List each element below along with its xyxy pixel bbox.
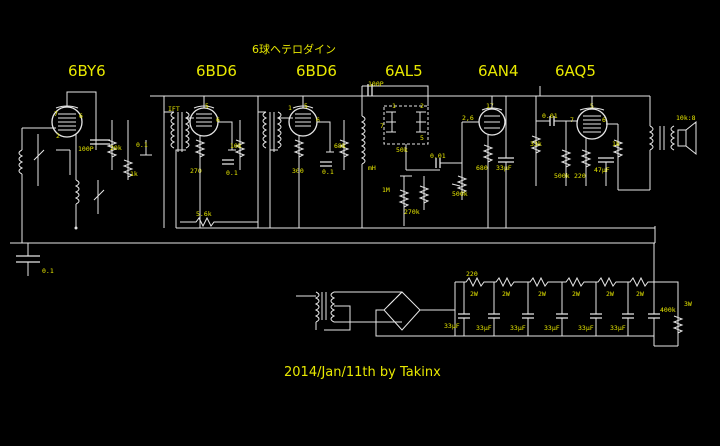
tube-label-6by6: 6BY6 — [68, 62, 106, 80]
power-transformer — [296, 291, 402, 331]
label-r-an4p: 33k — [530, 140, 542, 148]
antenna-coil — [18, 127, 56, 243]
label-r-if2k: 300 — [292, 167, 304, 175]
tube-label-6bd6-1: 6BD6 — [196, 62, 237, 80]
label-r-400k: 400k — [660, 306, 676, 314]
label-r-if1: 10k — [230, 142, 242, 150]
label-r-2w-1: 2W — [470, 290, 478, 298]
ripple-filter: 220 2W 2W 2W 2W 2W 2W 33μF 33μF 33μF 33μ… — [444, 243, 692, 347]
label-r-2w-4: 2W — [572, 290, 580, 298]
svg-text:2: 2 — [420, 102, 424, 110]
tube-6aq5: 5 7 6 0.01 500k 220 47μF 1k — [536, 96, 650, 191]
svg-text:7: 7 — [570, 116, 574, 124]
tube-label-6an4: 6AN4 — [478, 62, 519, 80]
label-r-avc: 1M — [382, 186, 390, 194]
r-an4p: 33k — [530, 96, 542, 186]
label-c-osc2: 0.1 — [136, 141, 148, 149]
label-c-33-1: 33μF — [444, 322, 460, 330]
tube-6al5: 1 2 7 5 50k 1M 270k 0.01 500k — [380, 85, 468, 226]
svg-text:5: 5 — [420, 134, 424, 142]
label-r-220: 220 — [466, 270, 478, 278]
label-r-aq5p: 1k — [612, 140, 620, 148]
label-ift: IFT — [168, 105, 180, 113]
label-r-osc: 20k — [110, 144, 122, 152]
label-c-33-2: 33μF — [476, 324, 492, 332]
svg-text:6: 6 — [79, 112, 83, 120]
b-plus-bus — [150, 86, 650, 97]
svg-text:2,6: 2,6 — [462, 114, 474, 122]
label-c-33-5: 33μF — [578, 324, 594, 332]
label-c-osc: 100P — [78, 145, 94, 153]
svg-text:1: 1 — [392, 102, 396, 110]
label-r-aq5g: 500k — [554, 172, 570, 180]
label-r-if2: 68k — [334, 142, 346, 150]
speaker-icon — [677, 120, 697, 156]
tube-6an4: 2,6 17 680 33μF — [461, 96, 514, 228]
label-c-an4k: 33μF — [496, 164, 512, 172]
label-r-2w-5: 2W — [606, 290, 614, 298]
svg-text:5: 5 — [304, 102, 308, 110]
r-5k6: 5.6k — [180, 210, 258, 228]
label-r-if1k: 270 — [190, 167, 202, 175]
footer-credit: 2014/Jan/11th by Takinx — [284, 365, 441, 380]
label-c-ant: 0.1 — [42, 267, 54, 275]
schematic-title: 6球ヘテロダイン — [252, 42, 336, 56]
label-r-aq5k: 220 — [574, 172, 586, 180]
label-r-det: 50k — [396, 146, 408, 154]
label-r-det2: 270k — [404, 208, 420, 216]
label-c-det: 100P — [368, 80, 384, 88]
tube-label-6aq5: 6AQ5 — [555, 62, 596, 80]
svg-text:1: 1 — [288, 104, 292, 112]
label-c-33-6: 33μF — [610, 324, 626, 332]
label-r-an4k: 680 — [476, 164, 488, 172]
osc-section: 100P 20k 1k 0.1 — [56, 120, 152, 230]
label-r-3w: 3W — [684, 300, 692, 308]
tube-6by6: 7 6 2 — [51, 91, 97, 150]
svg-text:7: 7 — [380, 122, 384, 130]
tube-6bd6-2: 1 5 6 300 0.1 68k — [278, 96, 350, 228]
svg-text:2: 2 — [56, 132, 60, 140]
svg-text:5: 5 — [205, 102, 209, 110]
bridge-rectifier — [375, 291, 455, 337]
label-r-vol: 500k — [452, 190, 468, 198]
svg-text:6: 6 — [602, 116, 606, 124]
svg-text:7: 7 — [54, 110, 58, 118]
label-opt: 10k:8 — [676, 114, 696, 122]
label-c-coup: 0.01 — [430, 152, 446, 160]
detector-coil: 100P mH — [360, 80, 386, 228]
label-r-5k6: 5.6k — [196, 210, 212, 218]
label-c-aq5k: 47μF — [594, 166, 610, 174]
label-r-osc2: 1k — [130, 170, 138, 178]
ground-bus: 0.1 — [10, 226, 656, 276]
tube-label-6bd6-2: 6BD6 — [296, 62, 337, 80]
label-c-if2: 0.1 — [322, 168, 334, 176]
label-c-if1: 0.1 — [226, 169, 238, 177]
svg-text:6: 6 — [316, 116, 320, 124]
ift-1: IFT — [163, 96, 190, 228]
svg-text:17: 17 — [486, 102, 494, 110]
label-c-aq5in: 0.01 — [542, 112, 558, 120]
ift-2 — [257, 96, 282, 228]
label-c-33-4: 33μF — [544, 324, 560, 332]
tube-label-6al5: 6AL5 — [385, 62, 423, 80]
tube-6bd6-1: 5 6 270 0.1 10k — [186, 96, 246, 228]
label-r-2w-6: 2W — [636, 290, 644, 298]
label-r-2w-3: 2W — [538, 290, 546, 298]
label-l-det: mH — [368, 164, 376, 172]
label-c-33-3: 33μF — [510, 324, 526, 332]
svg-text:6: 6 — [216, 116, 220, 124]
label-r-2w-2: 2W — [502, 290, 510, 298]
output-transformer: 10k:8 — [648, 96, 696, 190]
